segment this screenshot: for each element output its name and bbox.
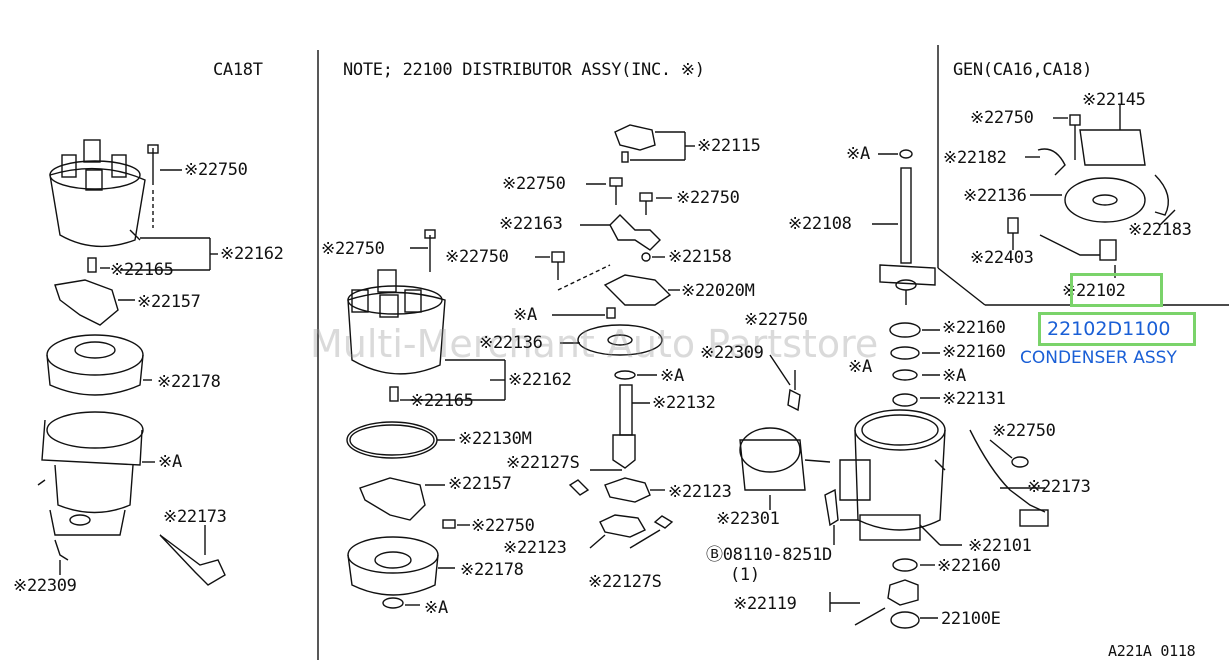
label-22309-left[interactable]: ※22309 [13,576,77,596]
label-22108[interactable]: ※22108 [788,214,852,234]
label-a-left[interactable]: ※A [158,452,182,472]
figure-code: A221A 0118 [1108,642,1196,660]
label-22131[interactable]: ※22131 [942,389,1006,409]
label-22301[interactable]: ※22301 [716,509,780,529]
header-gen: GEN(CA16,CA18) [953,60,1093,80]
label-22127s[interactable]: ※22127S [506,453,580,473]
middle-cap-drawing [347,269,446,375]
label-22160-a[interactable]: ※22160 [942,318,1006,338]
label-22165-mid[interactable]: ※22165 [410,391,474,411]
highlight-part-number-box[interactable] [1038,312,1196,346]
label-a-center-2[interactable]: ※A [660,366,684,386]
label-22157-mid[interactable]: ※22157 [448,474,512,494]
label-bolt-08110[interactable]: Ⓑ08110-8251D [706,545,832,565]
label-22158[interactable]: ※22158 [668,247,732,267]
label-22136-center[interactable]: ※22136 [479,333,543,353]
label-22750-gen[interactable]: ※22750 [970,108,1034,128]
label-22132[interactable]: ※22132 [652,393,716,413]
label-22182[interactable]: ※22182 [943,148,1007,168]
label-22160-c[interactable]: ※22160 [937,556,1001,576]
label-22178-mid[interactable]: ※22178 [460,560,524,580]
label-22119[interactable]: ※22119 [733,594,797,614]
label-22115[interactable]: ※22115 [697,136,761,156]
header-note: NOTE; 22100 DISTRIBUTOR ASSY(INC. ※) [343,60,705,80]
label-22145[interactable]: ※22145 [1082,90,1146,110]
center-rotor-top [614,124,656,151]
label-22123-b[interactable]: ※22123 [503,538,567,558]
label-a-right[interactable]: ※A [846,144,870,164]
watermark: Multi-Merchant Auto Partstore [310,322,879,366]
divider-gen-diag [937,267,986,306]
left-cap-drawing [49,139,146,248]
label-22157-left[interactable]: ※22157 [137,292,201,312]
highlight-22102-box[interactable] [1070,273,1163,307]
label-22101[interactable]: ※22101 [968,536,1032,556]
label-22750-right[interactable]: ※22750 [744,310,808,330]
label-22162-left[interactable]: ※22162 [220,244,284,264]
label-22750-right-b[interactable]: ※22750 [992,421,1056,441]
label-22750-center-a[interactable]: ※22750 [502,174,566,194]
label-bolt-qty: (1) [730,565,760,585]
label-22163[interactable]: ※22163 [499,214,563,234]
label-22750-center-b[interactable]: ※22750 [676,188,740,208]
label-22160-b[interactable]: ※22160 [942,342,1006,362]
label-22162-mid[interactable]: ※22162 [508,370,572,390]
label-22173-left[interactable]: ※22173 [163,507,227,527]
label-22136-gen[interactable]: ※22136 [963,186,1027,206]
label-a-right-3[interactable]: ※A [942,366,966,386]
label-22130m-mid[interactable]: ※22130M [458,429,532,449]
highlight-part-number[interactable]: 22102D1100 [1047,318,1171,340]
label-22750-mid-c[interactable]: ※22750 [471,516,535,536]
label-22165-left[interactable]: ※22165 [110,260,174,280]
label-22183[interactable]: ※22183 [1128,220,1192,240]
label-22309-right[interactable]: ※22309 [700,343,764,363]
label-22102[interactable]: ※22102 [1062,281,1126,301]
label-22750-left[interactable]: ※22750 [184,160,248,180]
label-22020m[interactable]: ※22020M [681,281,755,301]
highlight-description: CONDENSER ASSY [1020,348,1177,368]
label-22123[interactable]: ※22123 [668,482,732,502]
label-a-mid[interactable]: ※A [424,598,448,618]
label-22403[interactable]: ※22403 [970,248,1034,268]
label-22750-mid-b[interactable]: ※22750 [445,247,509,267]
label-22100e[interactable]: 22100E [941,609,1001,629]
label-a-center[interactable]: ※A [513,305,537,325]
label-22178-left[interactable]: ※22178 [157,372,221,392]
header-ca18t: CA18T [213,60,263,80]
label-22750-mid-a[interactable]: ※22750 [321,239,385,259]
label-a-right-2[interactable]: ※A [848,357,872,377]
label-22173-right[interactable]: ※22173 [1027,477,1091,497]
label-22127s-b[interactable]: ※22127S [588,572,662,592]
